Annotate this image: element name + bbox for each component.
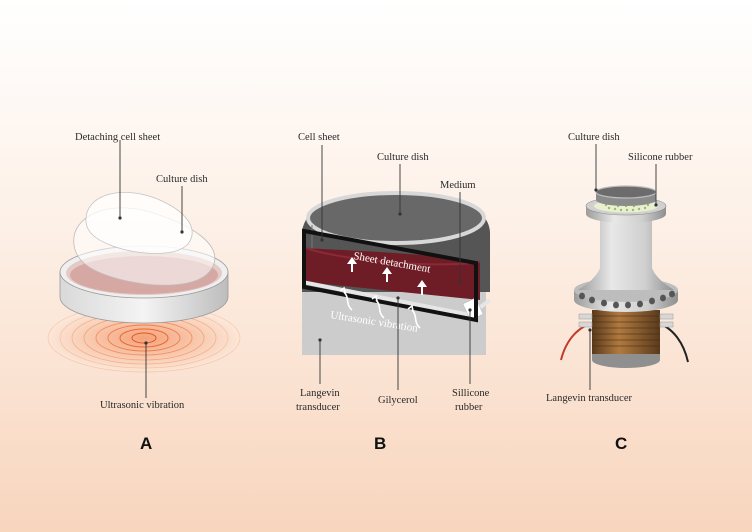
label-culture-dish-c: Culture dish [568,132,620,143]
panel-letter-b: B [374,434,386,453]
label-langevin-transducer-c: Langevin transducer [546,393,633,404]
panel-a: Detaching cell sheet Culture dish Ultras… [47,132,241,453]
label-medium: Medium [440,180,476,191]
label-detaching-cell-sheet: Detaching cell sheet [75,132,160,143]
label-sillicone-line2: rubber [455,402,483,413]
langevin-transducer-device [560,185,689,368]
label-ultrasonic-vibration-a: Ultrasonic vibration [100,400,185,411]
label-silicone-rubber-c: Silicone rubber [628,152,693,163]
panel-letter-c: C [615,434,627,453]
label-langevin-line1: Langevin [300,388,340,399]
detachment-arrows [347,257,427,295]
culture-dish-b [301,191,492,323]
panel-c: Culture dish Silicone rubber Langevin tr… [546,132,693,453]
label-langevin-line2: transducer [296,402,340,413]
vibration-squiggles [339,286,421,329]
detaching-cell-sheet-graphic [73,191,215,286]
label-cell-sheet: Cell sheet [298,132,340,143]
label-sillicone-line1: Sillicone [452,388,490,399]
label-glycerol: Gilycerol [378,395,418,406]
label-culture-dish-a: Culture dish [156,174,208,185]
panel-b: Sheet detachment Ultrasonic vibration Ce… [296,132,492,453]
panel-letter-a: A [140,434,152,453]
label-culture-dish-b: Culture dish [377,152,429,163]
